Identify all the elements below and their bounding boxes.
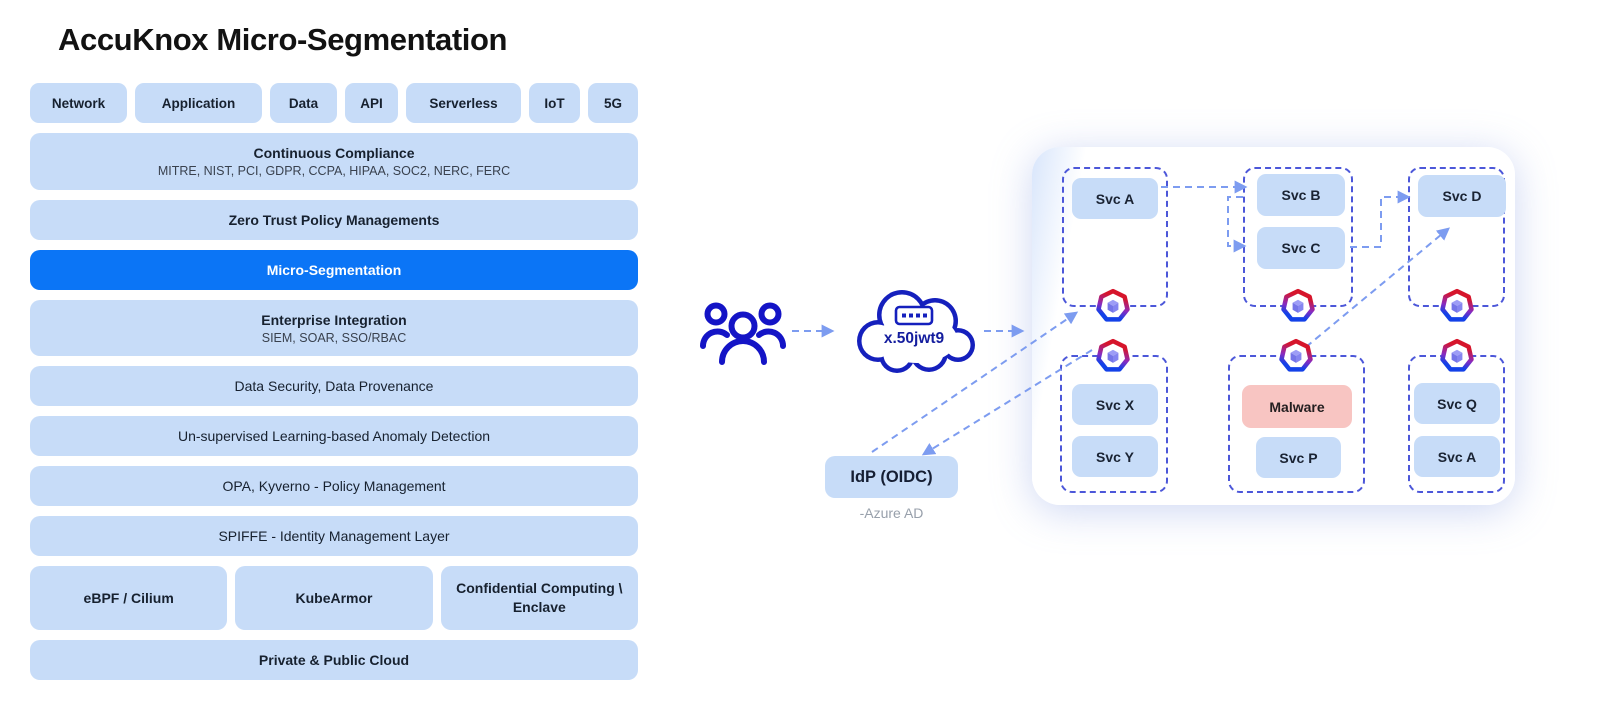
layer-opa-kyverno: OPA, Kyverno - Policy Management (30, 466, 638, 506)
runtime-row: eBPF / Cilium KubeArmor Confidential Com… (30, 566, 638, 630)
layer-label: Data Security, Data Provenance (234, 378, 434, 394)
svc-chip-q: Svc Q (1414, 383, 1500, 424)
tier-chip-serverless: Serverless (406, 83, 521, 123)
svc-chip-a: Svc A (1072, 178, 1158, 219)
tier-chip-application: Application (135, 83, 262, 123)
layer-private-public-cloud: Private & Public Cloud (30, 640, 638, 680)
page-title: AccuKnox Micro-Segmentation (58, 22, 508, 57)
layer-label: Continuous Compliance (253, 145, 415, 161)
token-cloud-label: x.50jwt9 (884, 330, 945, 347)
svc-chip-x: Svc X (1072, 384, 1158, 425)
runtime-label: KubeArmor (295, 589, 373, 606)
svc-chip-c: Svc C (1257, 227, 1345, 269)
layer-label: Enterprise Integration (261, 311, 407, 328)
layer-micro-segmentation-selected: Micro-Segmentation (30, 250, 638, 290)
runtime-ebpf-cilium: eBPF / Cilium (30, 566, 228, 630)
layer-anomaly-detection: Un-supervised Learning-based Anomaly Det… (30, 416, 638, 456)
pod-heptagon-icon (1279, 338, 1313, 372)
layer-enterprise-integration: Enterprise Integration SIEM, SOAR, SSO/R… (30, 300, 638, 356)
pod-heptagon-icon (1440, 338, 1474, 372)
runtime-label: Confidential Computing \ Enclave (456, 580, 623, 615)
svc-chip-y: Svc Y (1072, 436, 1158, 477)
layer-label: Private & Public Cloud (258, 652, 410, 668)
layer-label: Micro-Segmentation (266, 262, 402, 278)
svc-chip-p: Svc P (1256, 437, 1341, 478)
layer-label: SPIFFE - Identity Management Layer (218, 528, 450, 544)
svc-chip-d: Svc D (1418, 175, 1506, 217)
layer-sublabel: SIEM, SOAR, SSO/RBAC (261, 330, 407, 345)
layer-sublabel: MITRE, NIST, PCI, GDPR, CCPA, HIPAA, SOC… (157, 164, 511, 178)
malware-chip: Malware (1242, 385, 1352, 428)
layer-label: OPA, Kyverno - Policy Management (222, 478, 446, 494)
layer-label: Zero Trust Policy Managements (228, 212, 440, 228)
platform-stack: Network Application Data API Serverless … (30, 83, 638, 680)
token-cloud: x.50jwt9 (857, 290, 975, 373)
tier-chip-api: API (345, 83, 398, 123)
idp-caption: -Azure AD (859, 505, 924, 521)
token-field-icon (894, 305, 934, 326)
layer-continuous-compliance: Continuous Compliance MITRE, NIST, PCI, … (30, 133, 638, 190)
layer-data-security: Data Security, Data Provenance (30, 366, 638, 406)
pod-heptagon-icon (1096, 288, 1130, 322)
tier-chip-data: Data (270, 83, 337, 123)
layer-spiffe: SPIFFE - Identity Management Layer (30, 516, 638, 556)
pod-heptagon-icon (1440, 288, 1474, 322)
pod-heptagon-icon (1281, 288, 1315, 322)
layer-label: Un-supervised Learning-based Anomaly Det… (177, 428, 491, 444)
runtime-confidential-computing: Confidential Computing \ Enclave (440, 566, 638, 630)
runtime-kubearmor: KubeArmor (235, 566, 433, 630)
pod-heptagon-icon (1096, 338, 1130, 372)
idp-oidc-box: IdP (OIDC) (825, 456, 958, 498)
tier-chip-5g: 5G (588, 83, 638, 123)
tier-chip-network: Network (30, 83, 127, 123)
layer-zero-trust: Zero Trust Policy Managements (30, 200, 638, 240)
tier-chip-row: Network Application Data API Serverless … (30, 83, 638, 123)
tier-chip-iot: IoT (529, 83, 580, 123)
runtime-label: eBPF / Cilium (83, 589, 174, 606)
svc-chip-a2: Svc A (1414, 436, 1500, 477)
users-group-icon (700, 302, 786, 365)
svc-chip-b: Svc B (1257, 174, 1345, 216)
